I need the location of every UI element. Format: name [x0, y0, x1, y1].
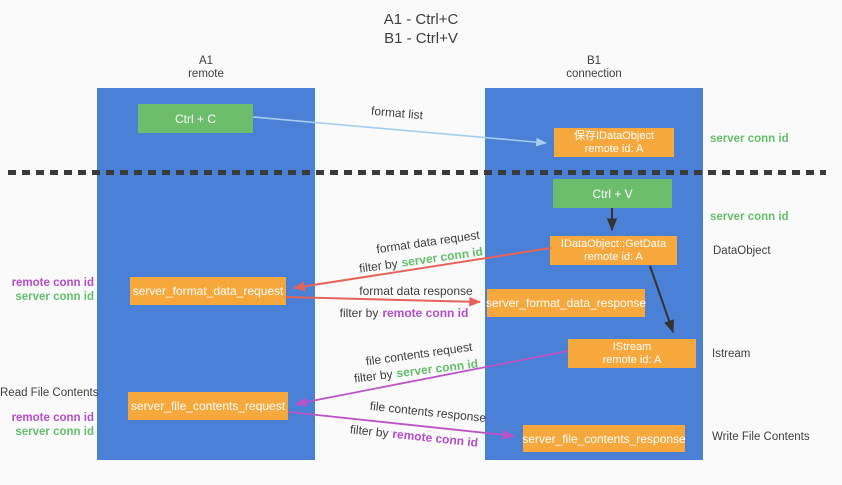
remote-conn-id-key: remote conn id: [382, 306, 469, 320]
annotation-server-conn-id-mid: server conn id: [710, 211, 789, 223]
title-line-1: A1 - Ctrl+C: [383, 11, 459, 28]
ctrl-c-label: Ctrl + C: [174, 111, 216, 126]
format-list-label: format list: [370, 103, 424, 123]
getdata-line1: IDataObject::GetData: [560, 237, 667, 250]
lifeline-header-b1: B1 connection: [485, 55, 703, 81]
lifeline-b1-name: B1: [586, 55, 602, 67]
filter-by-text: filter by: [339, 306, 379, 320]
istream-line2: remote id: A: [602, 353, 662, 366]
lifeline-header-a1: A1 remote: [97, 55, 315, 81]
istream-node: IStream remote id: A: [568, 339, 696, 368]
getdata-line2: remote id: A: [584, 250, 643, 263]
annotation-format-remote-conn-id: remote conn id: [11, 277, 94, 289]
annotation-write-file-contents: Write File Contents: [712, 431, 810, 443]
format-data-response-label: format data response: [359, 284, 473, 298]
annotation-server-conn-id-top: server conn id: [710, 133, 789, 145]
filter-by-text: filter by: [358, 256, 399, 276]
save-dataobject-node: 保存IDataObject remote id: A: [554, 128, 674, 157]
server-file-contents-response-node: server_file_contents_response: [522, 425, 686, 452]
annotation-dataobject: DataObject: [713, 245, 771, 257]
save-dataobject-line1: 保存IDataObject: [573, 129, 655, 142]
format-request-label: server_format_data_request: [132, 284, 284, 298]
format-response-label: server_format_data_response: [485, 296, 647, 310]
diagram-title: A1 - Ctrl+C B1 - Ctrl+V: [0, 10, 842, 48]
annotation-format-server-conn-id: server conn id: [15, 291, 94, 303]
filter-by-text: filter by: [353, 366, 394, 386]
annotation-file-server-conn-id: server conn id: [15, 426, 94, 438]
lifeline-a1-role: remote: [188, 68, 224, 80]
istream-line1: IStream: [612, 340, 652, 353]
title-line-2: B1 - Ctrl+V: [384, 30, 458, 47]
annotation-istream: Istream: [712, 348, 751, 360]
file-response-label: server_file_contents_response: [522, 431, 686, 446]
server-format-data-request-node: server_format_data_request: [130, 277, 286, 305]
filter-by-text: filter by: [349, 422, 390, 441]
ctrl-v-action: Ctrl + V: [553, 179, 672, 208]
file-contents-response-label: file contents response: [369, 398, 487, 426]
file-request-label: server_file_contents_request: [130, 399, 286, 413]
ctrl-v-label: Ctrl + V: [592, 186, 633, 201]
server-file-contents-request-node: server_file_contents_request: [128, 392, 288, 420]
annotation-read-file-contents: Read File Contents: [0, 387, 99, 399]
remote-conn-id-key: remote conn id: [391, 426, 479, 450]
idataobject-getdata-node: IDataObject::GetData remote id: A: [550, 236, 677, 265]
ctrl-c-action: Ctrl + C: [138, 104, 253, 133]
annotation-file-remote-conn-id: remote conn id: [11, 412, 94, 424]
lifeline-b1-role: connection: [566, 68, 622, 80]
lifeline-a1-name: A1: [198, 55, 214, 67]
server-format-data-response-node: server_format_data_response: [485, 289, 647, 317]
save-dataobject-line2: remote id: A: [584, 142, 644, 155]
